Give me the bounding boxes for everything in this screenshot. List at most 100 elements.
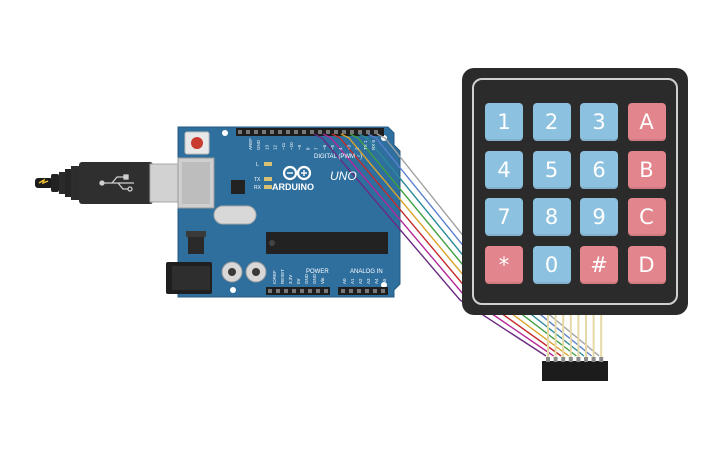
digital-pin-label: 4 bbox=[338, 147, 343, 150]
keypad-bezel bbox=[472, 78, 678, 305]
digital-pin-label: TX 1 bbox=[363, 140, 368, 150]
keypad-key-3[interactable]: 3 bbox=[580, 103, 618, 141]
arduino-logo-icon bbox=[282, 165, 312, 181]
connector-pin[interactable] bbox=[599, 357, 604, 362]
header-pin[interactable] bbox=[341, 289, 345, 293]
connector-pin[interactable] bbox=[584, 357, 588, 362]
header-pin[interactable] bbox=[276, 289, 280, 293]
power-pin-label: RESET bbox=[280, 269, 285, 284]
digital-pin-label: ~9 bbox=[297, 144, 302, 150]
keypad-key-c[interactable]: C bbox=[627, 198, 666, 236]
digital-pin-label: ~3 bbox=[346, 144, 351, 150]
analog-pin-label: A0 bbox=[342, 278, 347, 284]
power-pin-label: 3.3V bbox=[288, 275, 293, 284]
digital-pin-label: AREF bbox=[248, 138, 253, 150]
connector-pin[interactable] bbox=[568, 357, 573, 362]
power-pin-label: 5V bbox=[296, 278, 301, 284]
header-pin[interactable] bbox=[300, 289, 304, 293]
arduino-brand-label: ARDUINO bbox=[272, 182, 314, 192]
jumper-wire[interactable] bbox=[322, 133, 554, 357]
power-pin-label: GND bbox=[312, 273, 317, 284]
analog-pin-label: A5 bbox=[382, 278, 387, 284]
jumper-wire[interactable] bbox=[331, 133, 562, 357]
digital-pin-label: 2 bbox=[355, 147, 360, 150]
header-pin[interactable] bbox=[292, 289, 296, 293]
header-pin[interactable] bbox=[284, 289, 288, 293]
dc-power-jack[interactable] bbox=[166, 262, 212, 294]
header-pin[interactable] bbox=[373, 289, 377, 293]
power-pin-label: GND bbox=[304, 273, 309, 284]
digital-pin-label: ~11 bbox=[281, 142, 286, 150]
keypad-key-5[interactable]: 5 bbox=[532, 150, 571, 189]
connector-pin[interactable] bbox=[553, 357, 558, 362]
digital-pins-label: DIGITAL (PWM ~) bbox=[314, 154, 362, 160]
jumper-wire[interactable] bbox=[349, 133, 577, 357]
digital-pin-label: 8 bbox=[305, 147, 310, 150]
header-pin[interactable] bbox=[302, 130, 306, 134]
header-pin[interactable] bbox=[324, 289, 328, 293]
led-label: L bbox=[256, 162, 259, 168]
keypad-key-d[interactable]: D bbox=[627, 245, 666, 284]
reset-button[interactable] bbox=[184, 131, 210, 155]
keypad-key-0[interactable]: 0 bbox=[532, 245, 571, 284]
digital-pin-label: GND bbox=[256, 139, 261, 150]
header-pin[interactable] bbox=[238, 130, 242, 134]
header-pin[interactable] bbox=[316, 289, 320, 293]
header-pin[interactable] bbox=[294, 130, 298, 134]
connector-pin[interactable] bbox=[546, 357, 550, 362]
header-pin[interactable] bbox=[310, 130, 314, 134]
analog-pin-label: A1 bbox=[350, 278, 355, 284]
header-pin[interactable] bbox=[357, 289, 361, 293]
jumper-wire[interactable] bbox=[340, 133, 570, 357]
jumper-wire[interactable] bbox=[313, 133, 547, 357]
header-pin[interactable] bbox=[350, 130, 354, 134]
arduino-uno-board[interactable] bbox=[166, 126, 401, 298]
keypad-key-b[interactable]: B bbox=[627, 150, 666, 189]
keypad-key-2[interactable]: 2 bbox=[532, 103, 571, 141]
usb-cable[interactable] bbox=[35, 162, 185, 204]
header-pin[interactable] bbox=[365, 289, 369, 293]
keypad-key-a[interactable]: A bbox=[627, 103, 666, 141]
digital-pin-label: 13 bbox=[264, 144, 269, 150]
header-pin[interactable] bbox=[374, 130, 378, 134]
header-pin[interactable] bbox=[366, 130, 370, 134]
header-pin[interactable] bbox=[358, 130, 362, 134]
header-pin[interactable] bbox=[262, 130, 266, 134]
keypad-key-star[interactable]: * bbox=[485, 245, 523, 284]
digital-pin-label: ~10 bbox=[289, 142, 294, 150]
keypad-key-9[interactable]: 9 bbox=[580, 198, 618, 236]
header-pin[interactable] bbox=[254, 130, 258, 134]
header-pin[interactable] bbox=[381, 289, 385, 293]
keypad-key-8[interactable]: 8 bbox=[532, 198, 571, 236]
analog-pins-label: ANALOG IN bbox=[350, 269, 383, 275]
keypad-key-6[interactable]: 6 bbox=[580, 150, 618, 189]
connector-pin[interactable] bbox=[576, 357, 581, 362]
header-pin[interactable] bbox=[308, 289, 312, 293]
header-pin[interactable] bbox=[326, 130, 330, 134]
connector-pin[interactable] bbox=[561, 357, 566, 362]
header-pin[interactable] bbox=[286, 130, 290, 134]
connector-pin[interactable] bbox=[591, 357, 596, 362]
header-pin[interactable] bbox=[278, 130, 282, 134]
digital-pin-label: ~6 bbox=[322, 144, 327, 150]
digital-pin-label: 7 bbox=[314, 147, 319, 150]
analog-pin-label: A4 bbox=[374, 278, 379, 284]
header-pin[interactable] bbox=[246, 130, 250, 134]
header-pin[interactable] bbox=[349, 289, 353, 293]
digital-pin-label: ~5 bbox=[330, 144, 335, 150]
header-pin[interactable] bbox=[342, 130, 346, 134]
arduino-model-label: UNO bbox=[330, 169, 357, 183]
header-pin[interactable] bbox=[270, 130, 274, 134]
header-pin[interactable] bbox=[268, 289, 272, 293]
usb-symbol-icon bbox=[99, 174, 134, 192]
keypad-key-hash[interactable]: # bbox=[580, 245, 618, 284]
header-pin[interactable] bbox=[318, 130, 322, 134]
keypad-key-1[interactable]: 1 bbox=[485, 103, 523, 141]
header-pin[interactable] bbox=[334, 130, 338, 134]
keypad-key-7[interactable]: 7 bbox=[485, 198, 523, 236]
analog-pin-label: A3 bbox=[366, 278, 371, 284]
keypad-key-4[interactable]: 4 bbox=[485, 150, 523, 189]
keypad-ribbon-connector[interactable] bbox=[542, 314, 608, 381]
